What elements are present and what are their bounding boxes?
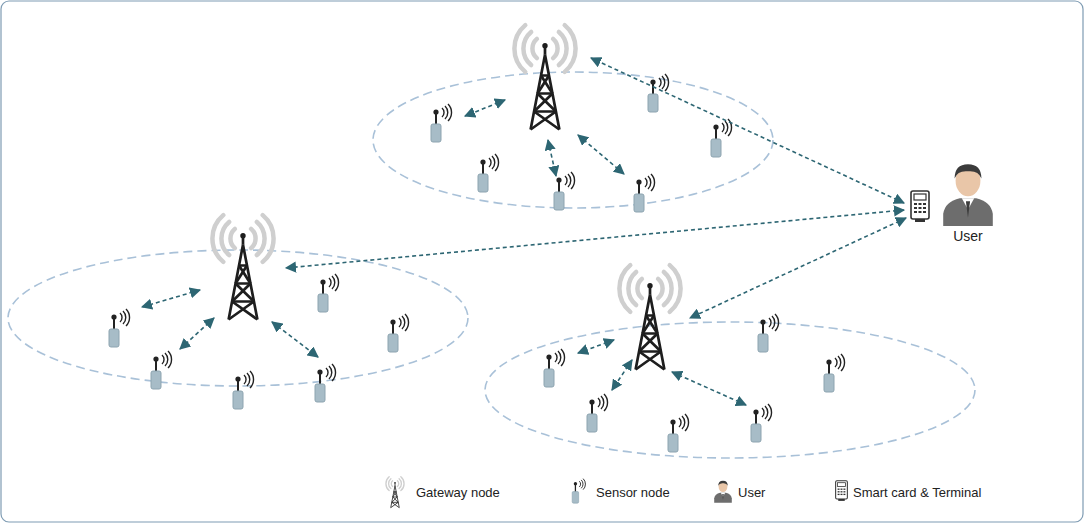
smart-card-terminal bbox=[911, 191, 929, 222]
legend-label: User bbox=[738, 485, 765, 500]
legend-label: Gateway node bbox=[416, 485, 500, 500]
user-figure: User bbox=[933, 160, 1003, 244]
legend-icon bbox=[386, 477, 847, 508]
link-arrow bbox=[142, 58, 906, 405]
gateway-tower bbox=[212, 25, 680, 369]
user-icon bbox=[937, 160, 999, 226]
user-label: User bbox=[933, 228, 1003, 244]
cluster-outline bbox=[8, 72, 975, 458]
legend-label: Sensor node bbox=[596, 485, 670, 500]
legend-label: Smart card & Terminal bbox=[853, 485, 981, 500]
sensor-node bbox=[109, 74, 845, 452]
